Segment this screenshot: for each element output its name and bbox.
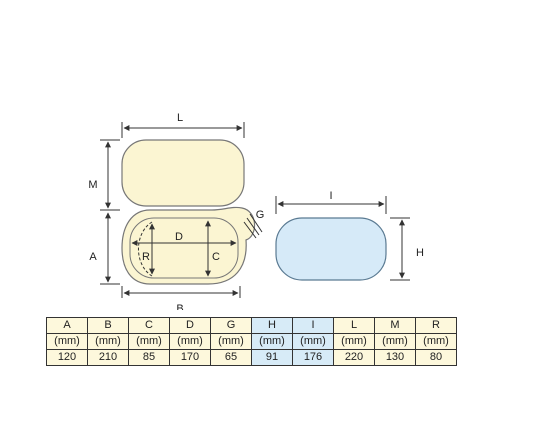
- unit-cell: (mm): [374, 333, 416, 350]
- unit-cell: (mm): [251, 333, 293, 350]
- unit-cell: (mm): [415, 333, 457, 350]
- dimension-diagram: L M A B D C R G I H: [88, 112, 424, 310]
- label-B: B: [176, 303, 183, 310]
- label-L: L: [177, 112, 183, 124]
- header-cell: H: [251, 317, 293, 334]
- header-cell: C: [128, 317, 170, 334]
- unit-cell: (mm): [210, 333, 252, 350]
- unit-cell: (mm): [169, 333, 211, 350]
- unit-cell: (mm): [333, 333, 375, 350]
- radius-arc: [138, 221, 153, 277]
- dim-line-G: [246, 217, 260, 236]
- table-header-row: A B C D G H I L M R: [46, 317, 457, 334]
- value-cell: 130: [374, 349, 416, 366]
- label-M: M: [88, 179, 97, 191]
- value-cell: 80: [415, 349, 457, 366]
- label-H: H: [416, 247, 424, 259]
- label-G: G: [256, 209, 265, 221]
- value-cell: 170: [169, 349, 211, 366]
- container-cavity: [129, 217, 239, 279]
- header-cell: A: [46, 317, 88, 334]
- value-cell: 65: [210, 349, 252, 366]
- header-cell: D: [169, 317, 211, 334]
- label-D: D: [175, 231, 183, 243]
- value-cell: 85: [128, 349, 170, 366]
- header-cell: L: [333, 317, 375, 334]
- table-unit-row: (mm) (mm) (mm) (mm) (mm) (mm) (mm) (mm) …: [46, 333, 457, 350]
- header-cell: M: [374, 317, 416, 334]
- unit-cell: (mm): [46, 333, 88, 350]
- value-cell: 91: [251, 349, 293, 366]
- header-cell: I: [292, 317, 334, 334]
- label-I: I: [329, 190, 332, 202]
- label-C: C: [212, 251, 220, 263]
- label-R: R: [142, 251, 150, 263]
- header-cell: B: [87, 317, 129, 334]
- unit-cell: (mm): [128, 333, 170, 350]
- unit-cell: (mm): [87, 333, 129, 350]
- header-cell: G: [210, 317, 252, 334]
- value-cell: 120: [46, 349, 88, 366]
- header-cell: R: [415, 317, 457, 334]
- unit-cell: (mm): [292, 333, 334, 350]
- container-lid: [121, 139, 245, 207]
- table-value-row: 120 210 85 170 65 91 176 220 130 80: [46, 349, 457, 366]
- blue-lid: [275, 217, 387, 281]
- label-A: A: [89, 251, 97, 263]
- value-cell: 210: [87, 349, 129, 366]
- dimensions-table: A B C D G H I L M R (mm) (mm) (mm) (mm) …: [46, 317, 457, 366]
- value-cell: 176: [292, 349, 334, 366]
- container-base: [121, 206, 256, 285]
- value-cell: 220: [333, 349, 375, 366]
